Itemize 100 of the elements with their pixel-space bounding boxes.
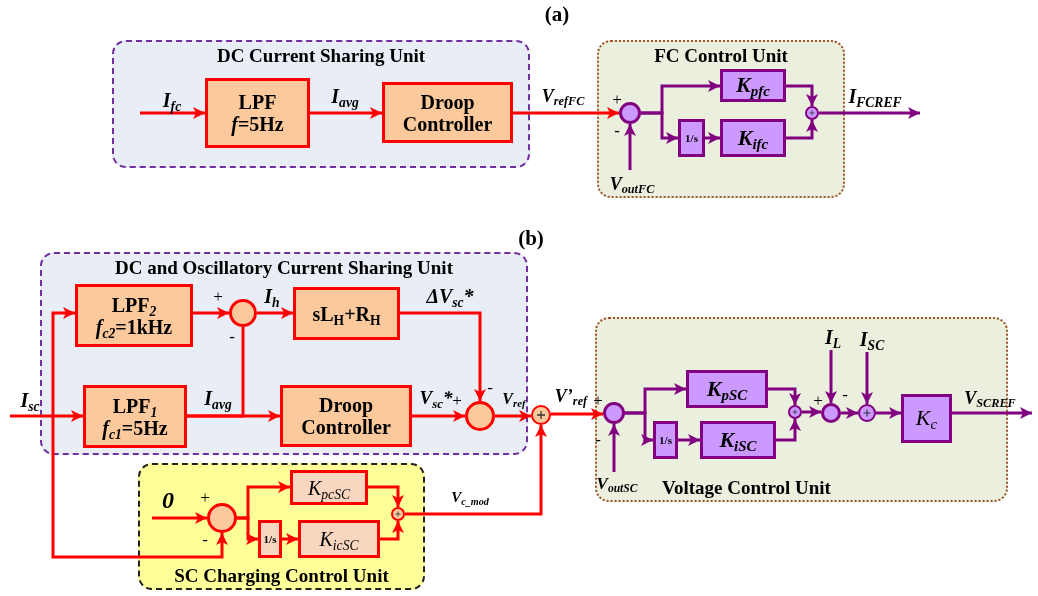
block-label: K$_{icSC}$	[319, 528, 359, 550]
unit-title: Voltage Control Unit	[662, 477, 831, 499]
sign-label: -	[842, 385, 848, 405]
summing-junction	[805, 106, 819, 120]
unit-panel	[40, 252, 528, 455]
summing-junction	[229, 299, 257, 327]
block-label: Droop Controller	[300, 394, 392, 438]
signal-arrow	[861, 352, 873, 404]
block-label: LPF$_{1}$ f$_{c1}$=5Hz	[101, 394, 169, 439]
block-label: K$_{iSC}$	[719, 427, 757, 453]
block-box	[290, 470, 368, 505]
block-label: K$_{ifc}$	[737, 125, 769, 151]
block-label: Droop Controller	[401, 90, 494, 135]
sign-label: -	[487, 378, 493, 398]
block-label: K$_{pSC}$	[706, 376, 748, 402]
signal-label: I$_{sc}$	[20, 388, 40, 412]
signal-arrow	[641, 111, 678, 144]
sign-label: +	[612, 90, 622, 110]
signal-arrow	[10, 410, 83, 422]
signal-arrow	[841, 407, 858, 419]
block-box	[720, 119, 786, 157]
signal-label: V’$_{ref}$	[554, 385, 588, 407]
signal-arrow	[952, 407, 1032, 419]
signal-arrow	[310, 107, 382, 119]
unit-title: FC Control Unit	[653, 45, 789, 67]
sign-label: +	[200, 488, 210, 508]
signal-arrow	[802, 406, 822, 418]
summing-junction	[821, 403, 841, 423]
sign-label: +	[813, 391, 823, 411]
signal-label: V$_{c_mod}$	[451, 488, 489, 506]
signal-arrow	[412, 410, 465, 422]
signal-arrow	[257, 307, 293, 319]
signal-arrow	[368, 485, 404, 507]
block-label: 1/s	[263, 532, 277, 546]
block-box	[686, 370, 768, 408]
block-box	[280, 385, 412, 447]
signal-arrow	[705, 132, 720, 144]
signal-arrow	[786, 84, 818, 106]
summing-junction	[858, 404, 876, 422]
block-box	[258, 520, 282, 558]
block-label: sL$_{H}$+R$_{H}$	[312, 302, 381, 325]
sign-label: (b)	[518, 225, 544, 251]
summing-junction	[619, 102, 641, 124]
signal-arrow	[51, 416, 228, 559]
block-box	[298, 520, 380, 558]
block-box	[678, 119, 705, 157]
unit-panel	[112, 40, 530, 168]
signal-arrow	[282, 533, 298, 545]
signal-arrow	[624, 124, 636, 170]
block-box	[205, 78, 310, 148]
sign-label: -	[614, 121, 620, 141]
block-label: 1/s	[659, 433, 672, 447]
signal-arrow	[405, 425, 547, 516]
unit-title: SC Charging Control Unit	[173, 565, 390, 587]
block-label: LPF f=5Hz	[230, 91, 285, 135]
signal-label: I$_{FCREF}$	[848, 84, 902, 108]
summing-junction	[391, 507, 405, 521]
signal-label: V$_{sc}$*	[419, 387, 453, 409]
unit-panel	[597, 40, 845, 198]
signal-arrow	[608, 424, 620, 472]
block-box	[653, 421, 678, 459]
signal-arrow	[140, 107, 205, 119]
sign-label: +	[213, 287, 223, 307]
summing-junction	[788, 405, 802, 419]
sign-label: +	[452, 391, 462, 411]
signal-arrow	[380, 521, 404, 541]
summing-junction	[603, 402, 625, 424]
signal-arrow	[51, 307, 75, 416]
block-box	[720, 69, 786, 102]
signal-label: V$_{ref}$	[502, 390, 526, 408]
summing-junction	[531, 405, 551, 425]
signal-label: I$_{h}$	[264, 284, 280, 308]
signal-arrow	[786, 120, 818, 140]
signal-arrow	[819, 107, 920, 119]
block-label: K$_{pfc}$	[736, 73, 770, 98]
signal-arrow	[152, 512, 207, 524]
signal-label: V$_{outFC}$	[609, 173, 655, 195]
block-box	[293, 287, 400, 340]
signal-arrow	[400, 311, 486, 401]
block-box	[901, 394, 952, 443]
block-label: LPF$_{2}$ f$_{c2}$=1kHz	[94, 293, 174, 338]
sign-label: -	[595, 430, 601, 450]
signal-label: V$_{refFC}$	[541, 85, 585, 107]
signal-arrow	[678, 434, 700, 446]
sign-label: (a)	[544, 1, 570, 27]
signal-label: V$_{outSC}$	[596, 474, 638, 494]
unit-title: DC Current Sharing Unit	[215, 45, 427, 67]
signal-label: I$_{avg}$	[204, 386, 232, 410]
signal-arrow	[825, 350, 837, 403]
unit-panel	[138, 463, 425, 590]
sign-label: -	[229, 327, 235, 347]
signal-arrow	[495, 410, 532, 422]
signal-label: I$_{SC}$	[859, 327, 885, 351]
signal-arrow	[625, 411, 653, 446]
block-label: 1/s	[685, 131, 698, 145]
block-box	[382, 82, 513, 143]
signal-arrow	[193, 307, 229, 319]
block-box	[83, 385, 187, 448]
block-box	[700, 421, 776, 459]
signal-arrow	[768, 387, 801, 405]
